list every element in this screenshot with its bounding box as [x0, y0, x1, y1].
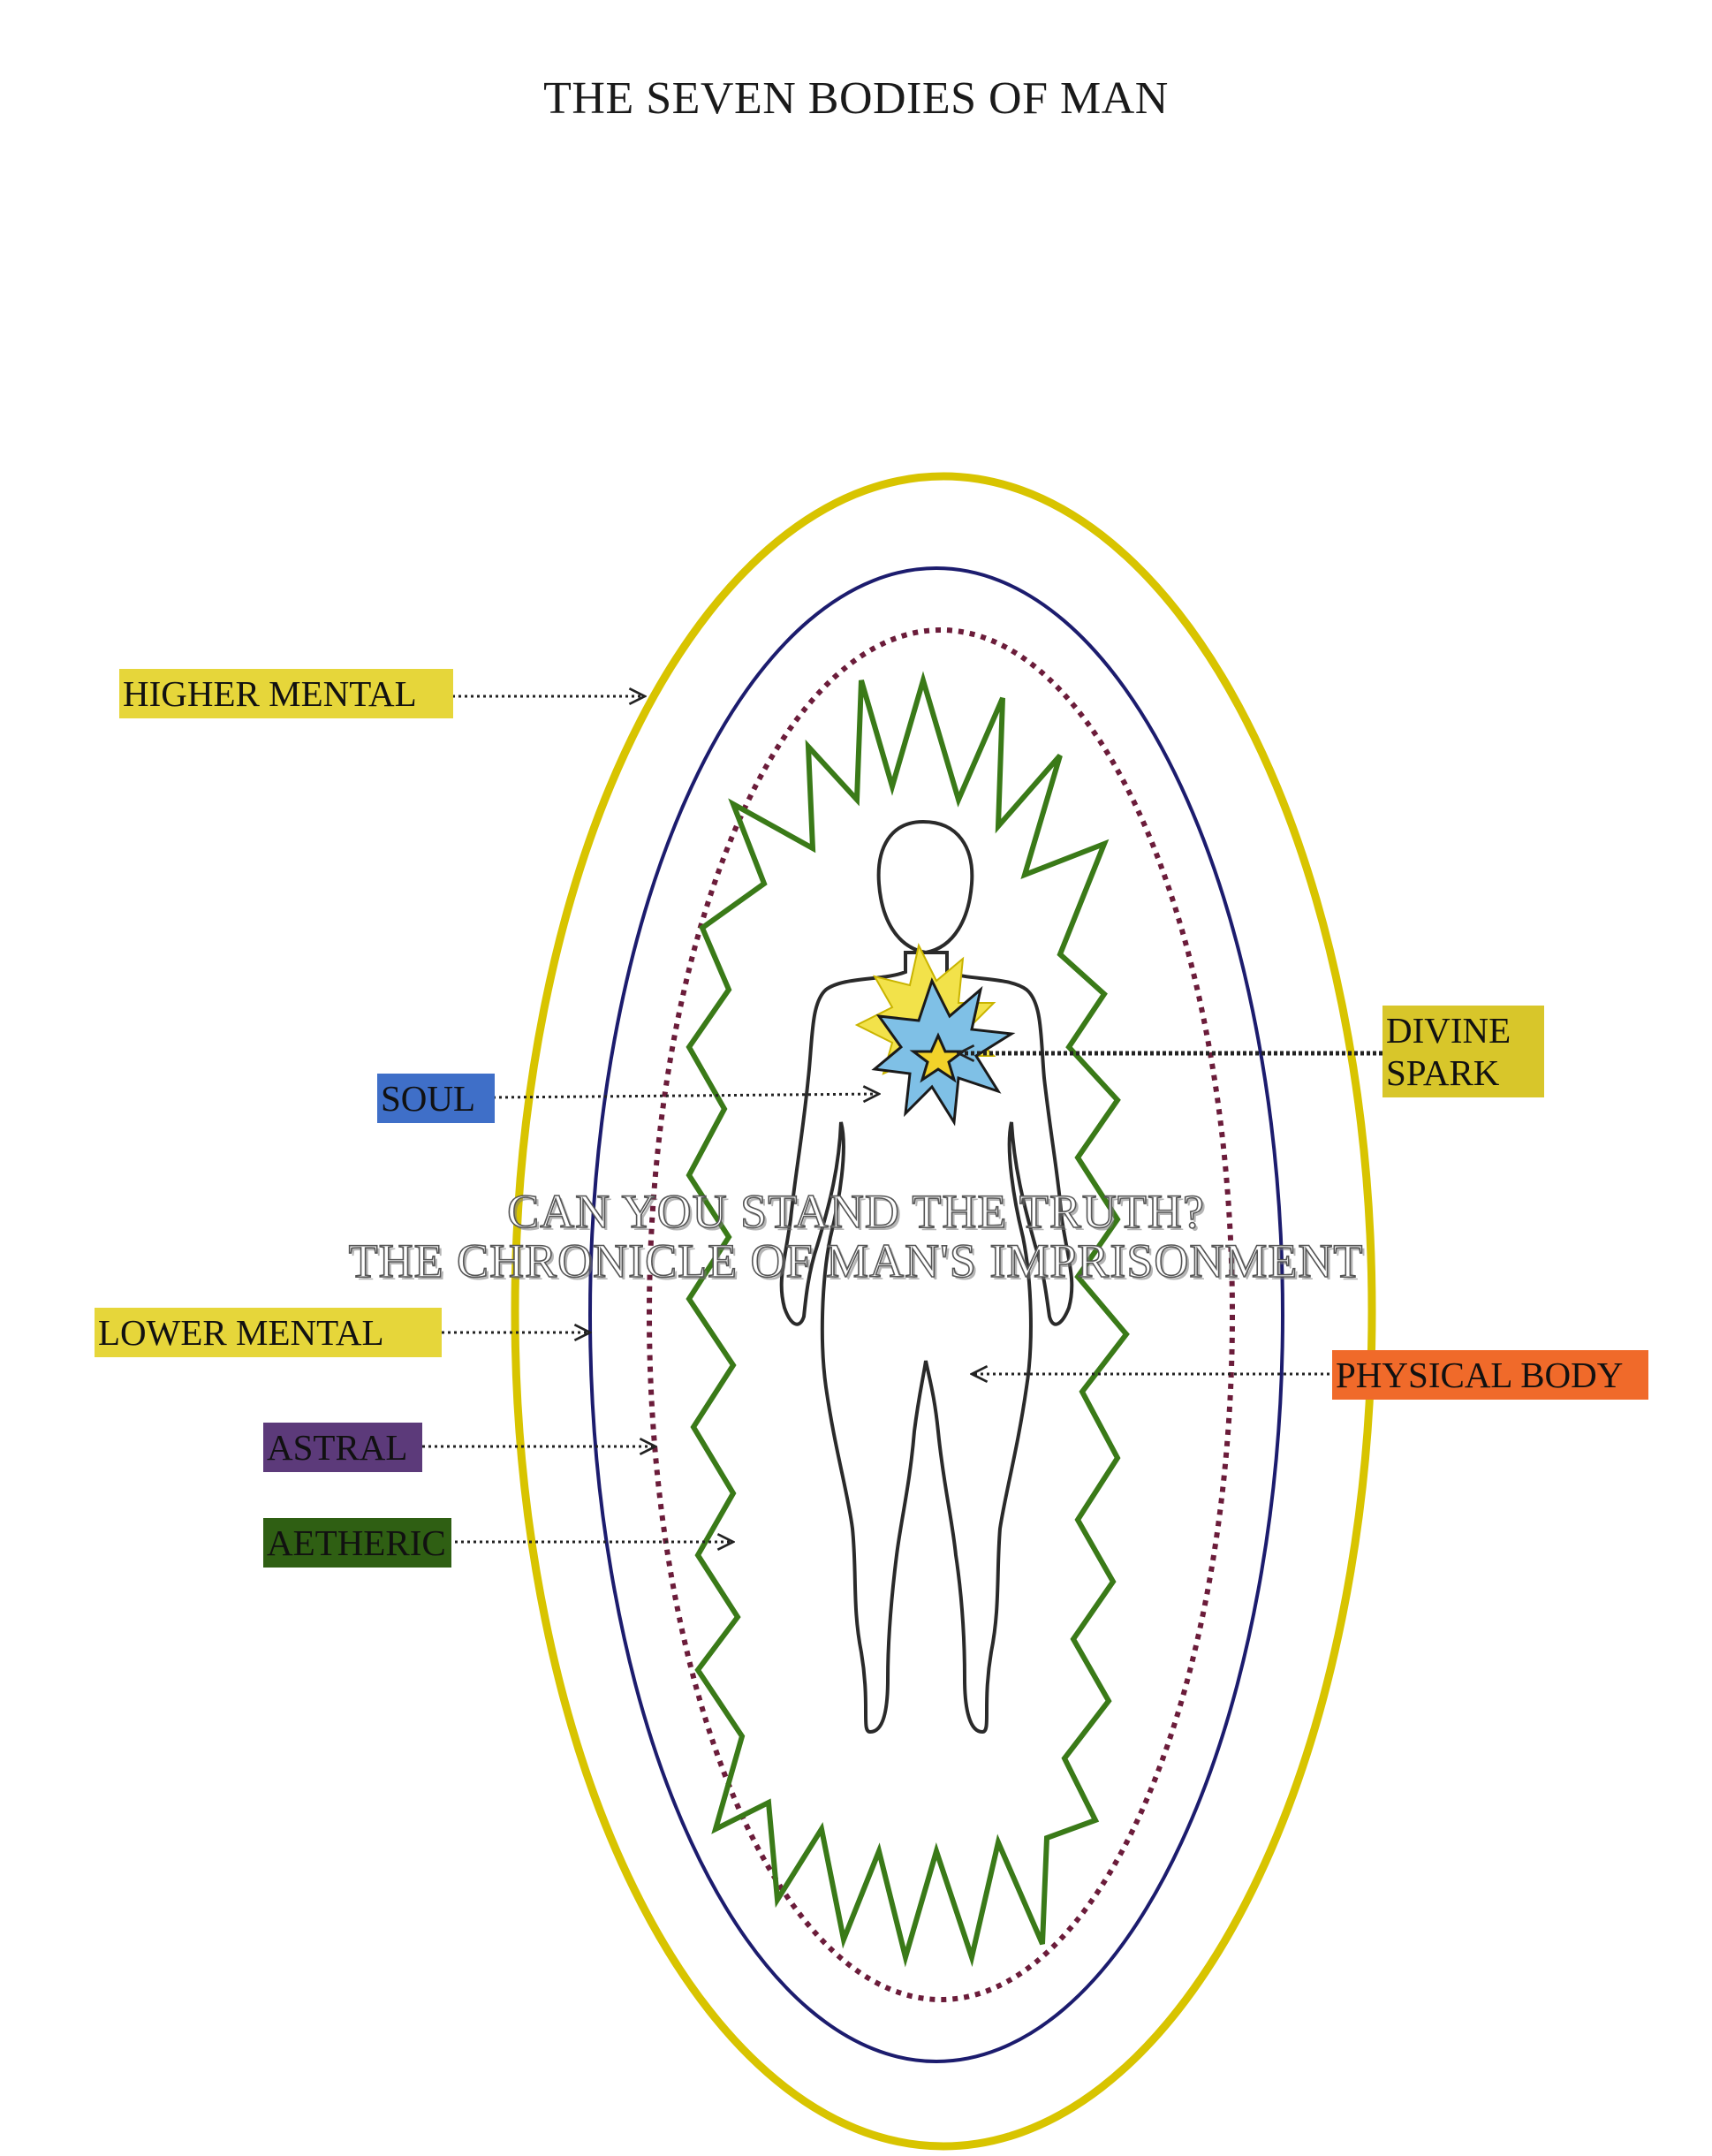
label-divine-spark-line2: SPARK — [1386, 1052, 1500, 1093]
aetheric-zigzag — [686, 671, 1130, 1968]
label-divine-spark-line1: DIVINE — [1386, 1010, 1511, 1051]
label-lower-mental: LOWER MENTAL — [95, 1308, 442, 1357]
label-aetheric: AETHERIC — [263, 1518, 451, 1568]
watermark-line1: CAN YOU STAND THE TRUTH? — [506, 1184, 1205, 1239]
label-astral: ASTRAL — [263, 1423, 422, 1472]
label-soul: SOUL — [377, 1074, 495, 1123]
leader-arrows — [422, 696, 1382, 1542]
label-physical-body: PHYSICAL BODY — [1332, 1350, 1648, 1400]
higher-mental-ellipse — [511, 472, 1376, 2151]
arrow-soul — [492, 1094, 879, 1097]
astral-ellipse — [647, 627, 1235, 2002]
human-figure — [779, 819, 1074, 1735]
page-title: THE SEVEN BODIES OF MAN — [543, 73, 1169, 124]
label-higher-mental: HIGHER MENTAL — [119, 669, 453, 718]
lower-mental-ellipse — [588, 566, 1284, 2063]
label-divine-spark: DIVINE SPARK — [1382, 1006, 1544, 1097]
watermark-line2: THE CHRONICLE OF MAN'S IMPRISONMENT — [348, 1234, 1364, 1288]
